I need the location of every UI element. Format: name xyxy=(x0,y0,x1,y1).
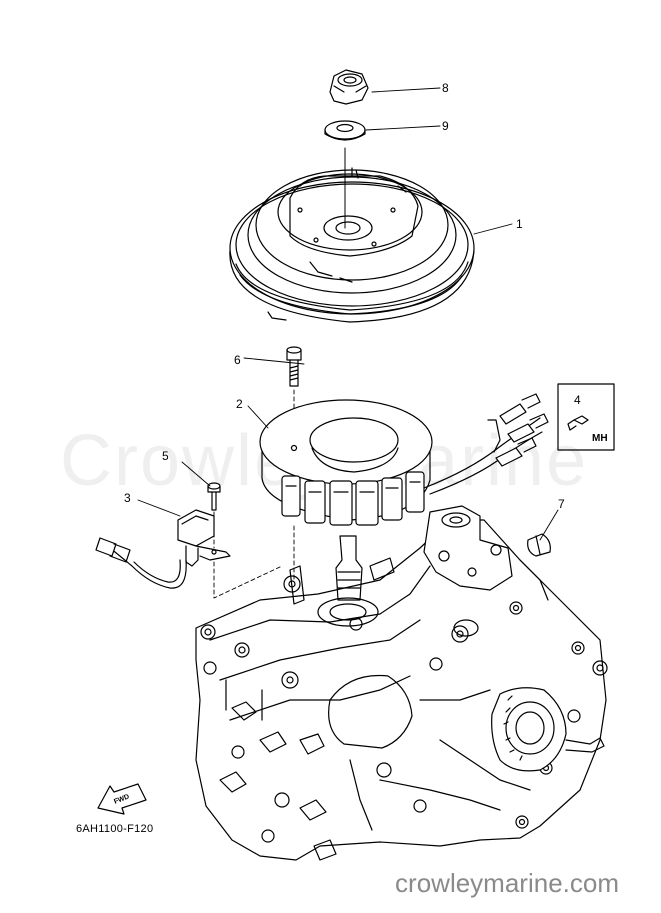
callout-8: 8 xyxy=(442,81,449,95)
cylinder-block xyxy=(195,505,608,861)
drawing-code: 6AH1100-F120 xyxy=(76,823,154,835)
fwd-arrow: FWD xyxy=(97,783,147,815)
callout-7: 7 xyxy=(558,497,565,511)
cap-part-7[interactable] xyxy=(527,533,551,557)
mh-detail-box xyxy=(557,383,615,451)
stator-part-2[interactable] xyxy=(259,399,543,526)
site-footer: crowleymarine.com xyxy=(395,868,619,898)
callout-4: 4 xyxy=(574,393,581,407)
pulser-coil-part-3[interactable] xyxy=(95,509,231,589)
nut-part-8[interactable] xyxy=(329,69,369,105)
bolt-part-5[interactable] xyxy=(207,482,221,511)
flywheel-part-1[interactable] xyxy=(229,167,475,323)
bolt-part-6[interactable] xyxy=(286,346,302,387)
callout-2: 2 xyxy=(236,397,243,411)
callout-9: 9 xyxy=(442,119,449,133)
screw-part-4[interactable] xyxy=(567,415,589,431)
callout-3: 3 xyxy=(124,491,131,505)
callout-1: 1 xyxy=(516,217,523,231)
washer-part-9[interactable] xyxy=(324,120,366,141)
mh-label: MH xyxy=(592,433,608,444)
stator-lead-connectors xyxy=(495,393,549,467)
leader-lines xyxy=(137,87,559,541)
callout-6: 6 xyxy=(234,353,241,367)
callout-5: 5 xyxy=(162,449,169,463)
